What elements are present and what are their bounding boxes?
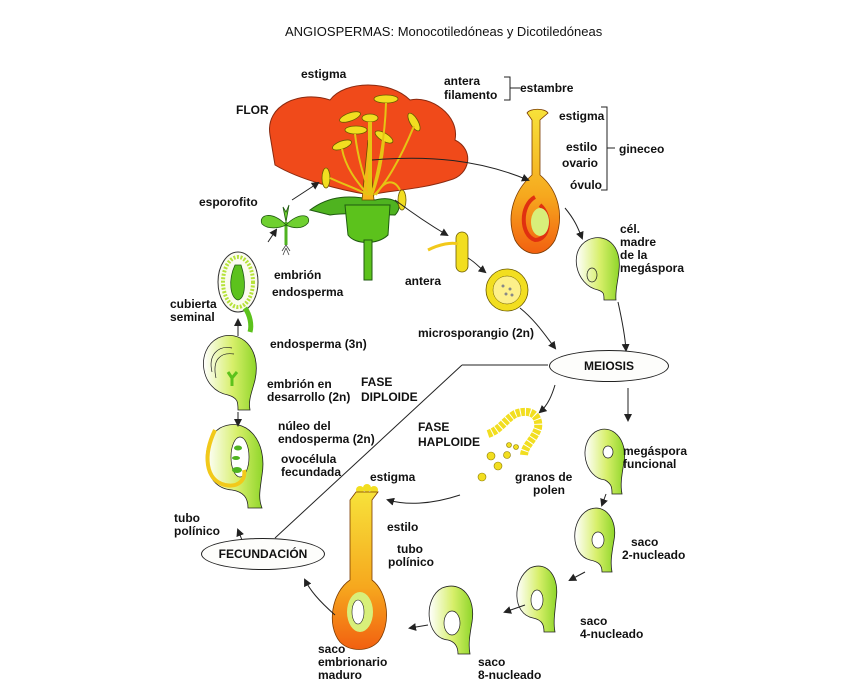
cycle-arrows	[234, 157, 632, 631]
label-saco4-2: 4-nucleado	[580, 627, 644, 641]
fertilized-ovule	[205, 424, 264, 509]
seedling	[260, 204, 310, 256]
label-saco2-2: 2-nucleado	[622, 548, 686, 562]
seed	[217, 251, 259, 333]
label-granos-1: granos de	[515, 470, 573, 484]
phase-diploid-line-2: DIPLOIDE	[361, 390, 418, 404]
label-saco-emb-1: saco	[318, 642, 346, 656]
label-flower-estigma: estigma	[301, 67, 347, 81]
functional-megaspore	[584, 428, 626, 495]
label-cel-madre-1: cél.	[620, 222, 641, 236]
label-ovulo: óvulo	[570, 178, 602, 192]
anther	[427, 231, 469, 273]
phase-diploid: FASE DIPLOIDE	[361, 375, 418, 405]
label-ovario: ovario	[562, 156, 599, 170]
two-nucleate-sac	[574, 507, 616, 573]
flower	[269, 84, 469, 281]
phase-haploid-line-1: FASE	[418, 420, 450, 434]
label-gyn-estigma: estigma	[559, 109, 605, 123]
label-saco4-1: saco	[580, 614, 608, 628]
label-nucleo-2: endosperma (2n)	[278, 432, 375, 446]
eight-nucleate-sac	[428, 585, 474, 655]
four-nucleate-sac	[516, 565, 558, 633]
diagram-title: ANGIOSPERMAS: Monocotiledóneas y Dicotil…	[285, 24, 603, 39]
label-saco-emb-3: maduro	[318, 668, 363, 682]
label-microsporangio: microsporangio (2n)	[418, 326, 535, 340]
label-filamento: filamento	[444, 88, 498, 102]
label-megaspora-2: funcional	[623, 457, 677, 471]
label-embrion: embrión	[274, 268, 322, 282]
label-cel-madre-3: de la	[620, 248, 648, 262]
label-ovocelula-1: ovocélula	[281, 452, 337, 466]
label-gineceo: gineceo	[619, 142, 665, 156]
phase-haploid-line-2: HAPLOIDE	[418, 435, 481, 449]
label-cel-madre-4: megáspora	[620, 261, 685, 275]
pollen-grains	[477, 407, 543, 482]
label-mp-estigma: estigma	[370, 470, 416, 484]
label-cel-madre-2: madre	[620, 235, 657, 249]
fecundacion-node: FECUNDACIÓN	[201, 538, 325, 570]
label-mp-tubo-1: tubo	[397, 542, 423, 556]
label-estambre: estambre	[520, 81, 574, 95]
microsporangium	[485, 268, 529, 312]
meiosis-node: MEIOSIS	[549, 350, 669, 382]
gynoecium	[510, 108, 560, 254]
label-mp-tubo-2: polínico	[388, 555, 434, 569]
label-embrion-desarrollo-2: desarrollo (2n)	[267, 390, 351, 404]
label-endosperma: endosperma	[272, 285, 344, 299]
label-mp-estilo: estilo	[387, 520, 419, 534]
label-ovocelula-2: fecundada	[281, 465, 342, 479]
flower-heading: FLOR	[236, 103, 269, 117]
label-tubo-1: tubo	[174, 511, 200, 525]
label-cubierta-2: seminal	[170, 310, 215, 324]
label-granos-2: polen	[533, 483, 565, 497]
label-gyn-estilo: estilo	[566, 140, 598, 154]
label-tubo-2: polínico	[174, 524, 220, 538]
mature-pistil	[331, 484, 387, 650]
label-esporofito: esporofito	[199, 195, 258, 209]
label-saco8-2: 8-nucleado	[478, 668, 542, 682]
megaspore-mother-ovule	[575, 237, 620, 301]
label-embrion-desarrollo-1: embrión en	[267, 377, 332, 391]
label-nucleo-1: núleo del	[278, 419, 331, 433]
label-endosperma-3n: endosperma (3n)	[270, 337, 367, 351]
phase-diploid-line-1: FASE	[361, 375, 393, 389]
estambre-bracket	[504, 76, 520, 101]
developing-seed	[203, 335, 257, 411]
label-megaspora-1: megáspora	[623, 444, 688, 458]
phase-haploid: FASE HAPLOIDE	[418, 420, 480, 450]
label-saco8-1: saco	[478, 655, 506, 669]
label-saco-emb-2: embrionario	[318, 655, 388, 669]
label-anther: antera	[405, 274, 442, 288]
label-cubierta-1: cubierta	[170, 297, 217, 311]
label-antera: antera	[444, 74, 481, 88]
gineceo-bracket	[601, 106, 615, 191]
label-saco2-1: saco	[631, 535, 659, 549]
